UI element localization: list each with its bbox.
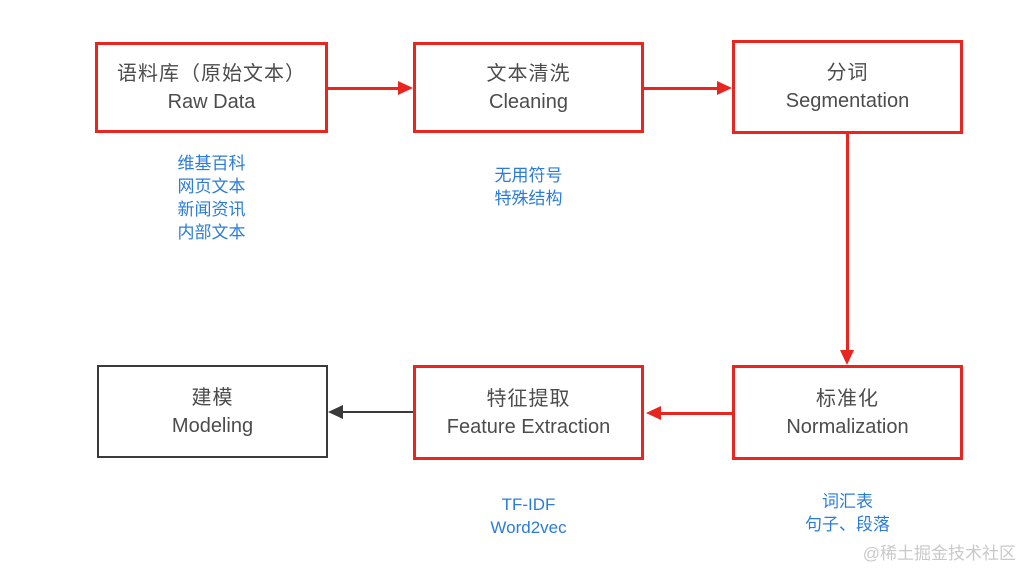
watermark: @稀土掘金技术社区 (862, 544, 1016, 563)
notes-raw-data: 维基百科 网页文本 新闻资讯 内部文本 (95, 152, 328, 244)
note-line: Word2vec (490, 518, 567, 537)
arrowhead-left-icon (328, 405, 343, 419)
note-line: 内部文本 (177, 223, 246, 242)
note-line: 网页文本 (177, 177, 246, 196)
arrow-line (341, 411, 413, 413)
node-feature-extraction-title-zh: 特征提取 (486, 387, 571, 410)
arrowhead-right-icon (717, 81, 732, 95)
arrow-line (328, 87, 400, 90)
node-raw-data: 语料库（原始文本） Raw Data (95, 42, 328, 133)
node-segmentation: 分词 Segmentation (732, 40, 963, 134)
notes-feature-extraction: TF-IDF Word2vec (413, 493, 644, 539)
node-normalization-title-zh: 标准化 (816, 387, 879, 410)
arrow-line (846, 134, 849, 352)
node-feature-extraction: 特征提取 Feature Extraction (413, 365, 644, 460)
arrowhead-down-icon (840, 350, 854, 365)
note-line: 特殊结构 (494, 189, 563, 208)
node-cleaning-title-zh: 文本清洗 (486, 62, 571, 85)
node-raw-data-title-zh: 语料库（原始文本） (117, 62, 306, 85)
node-cleaning-title-en: Cleaning (489, 90, 568, 113)
node-segmentation-title-en: Segmentation (785, 90, 910, 112)
node-normalization-title-en: Normalization (786, 415, 909, 438)
note-line: TF-IDF (501, 495, 556, 514)
arrowhead-left-icon (646, 406, 661, 420)
node-modeling-title-zh: 建模 (191, 386, 234, 409)
node-cleaning: 文本清洗 Cleaning (413, 42, 644, 133)
notes-normalization: 词汇表 句子、段落 (732, 490, 963, 536)
note-line: 词汇表 (822, 492, 873, 511)
arrow-line (644, 87, 719, 90)
node-feature-extraction-title-en: Feature Extraction (446, 415, 611, 438)
node-normalization: 标准化 Normalization (732, 365, 963, 460)
node-modeling: 建模 Modeling (97, 365, 328, 458)
node-modeling-title-en: Modeling (171, 414, 254, 437)
arrow-line (659, 412, 732, 415)
note-line: 维基百科 (177, 154, 246, 173)
node-segmentation-title-zh: 分词 (826, 62, 869, 84)
note-line: 句子、段落 (805, 515, 890, 534)
note-line: 新闻资讯 (177, 200, 246, 219)
node-raw-data-title-en: Raw Data (167, 90, 256, 113)
note-line: 无用符号 (494, 166, 563, 185)
notes-cleaning: 无用符号 特殊结构 (413, 164, 644, 210)
arrowhead-right-icon (398, 81, 413, 95)
